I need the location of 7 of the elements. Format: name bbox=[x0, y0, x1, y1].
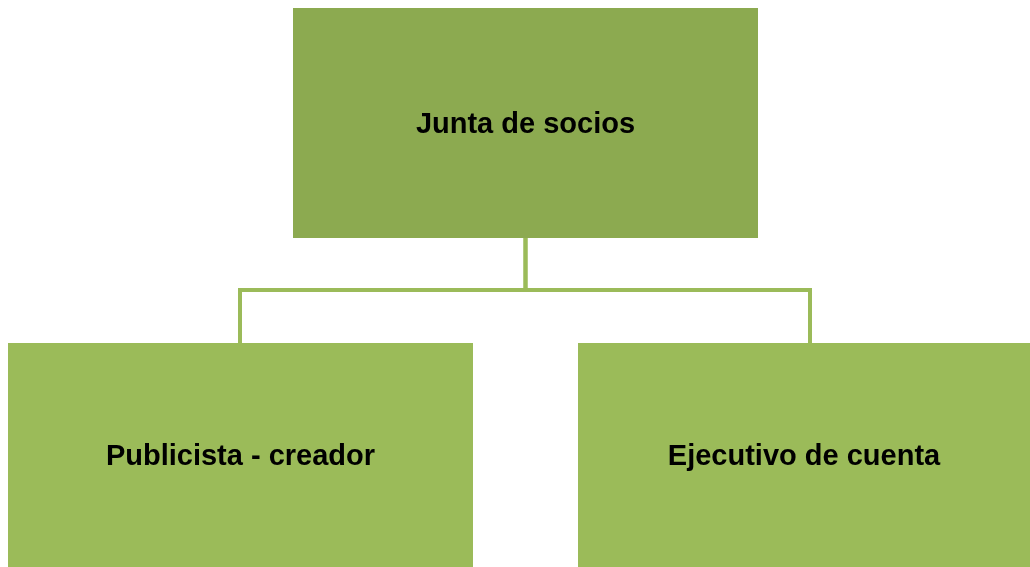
org-box bbox=[578, 343, 1030, 567]
org-box bbox=[8, 343, 473, 567]
box-label: Publicista - creador bbox=[105, 438, 376, 472]
box-label: Ejecutivo de cuenta bbox=[667, 438, 941, 472]
org-box bbox=[293, 8, 758, 238]
box-label: Junta de socios bbox=[415, 106, 636, 140]
connector-line bbox=[523, 238, 812, 343]
